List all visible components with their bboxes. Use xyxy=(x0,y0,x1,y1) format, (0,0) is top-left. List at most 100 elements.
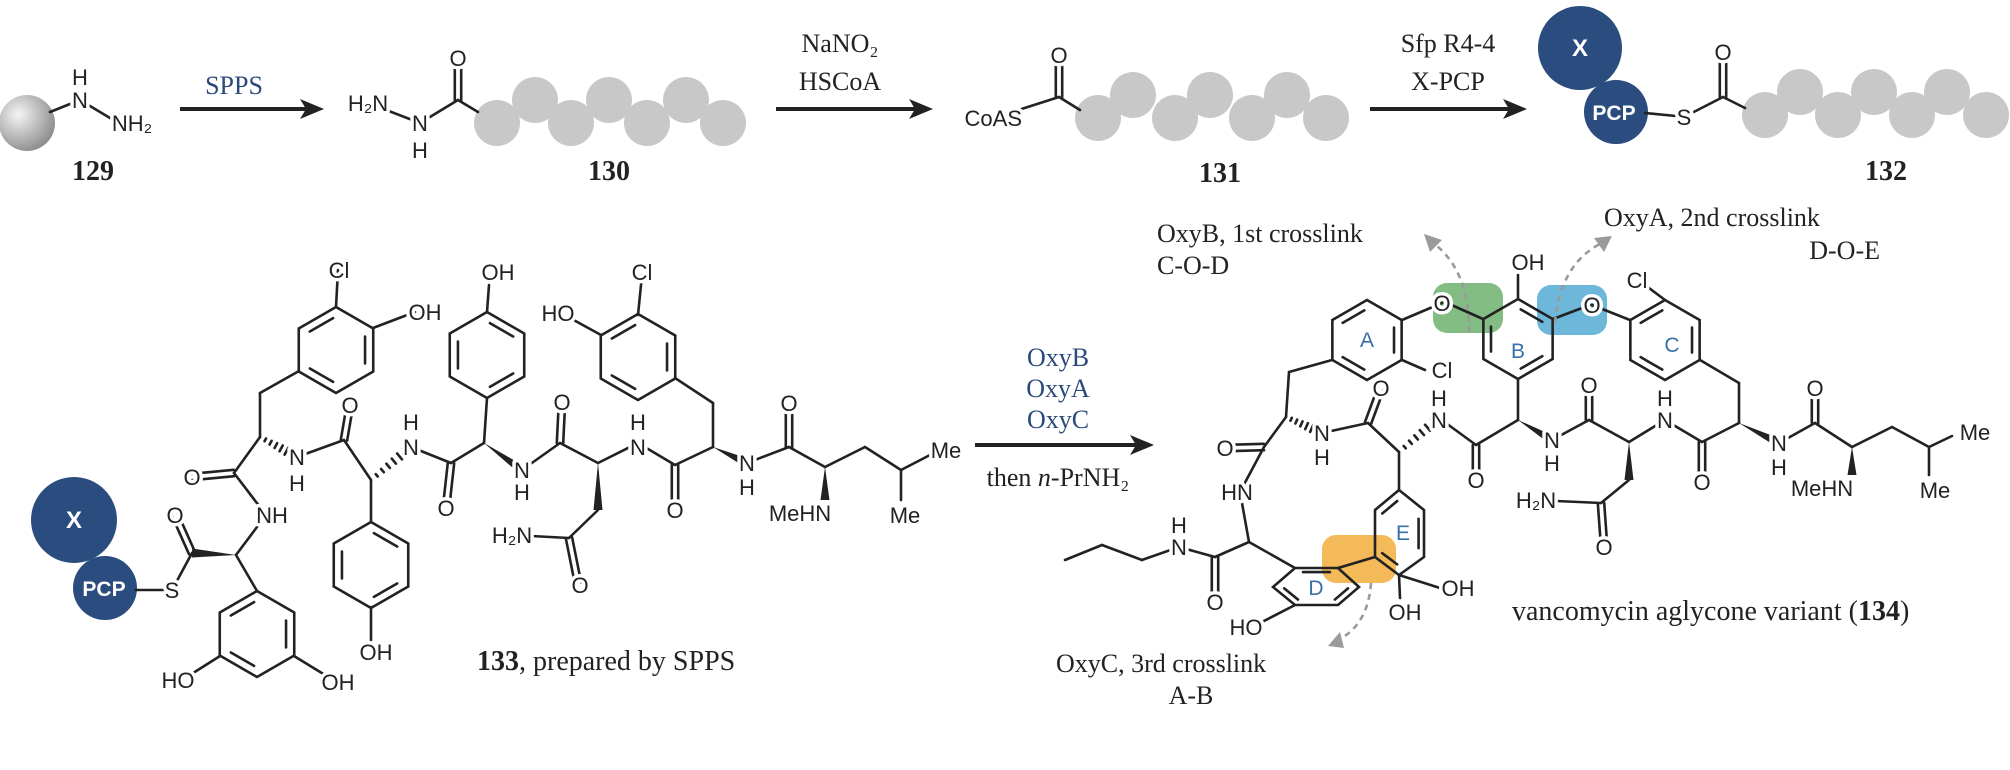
single-bond xyxy=(558,441,600,465)
double-bond xyxy=(555,400,561,445)
single-bond xyxy=(1682,95,1725,119)
crosslink-2-rings: D-O-E xyxy=(1809,236,1880,265)
aromatic-ring xyxy=(1331,298,1403,382)
single-bond xyxy=(596,441,640,465)
single-bond xyxy=(1336,555,1377,570)
atom-label-me: Me xyxy=(1920,478,1951,503)
single-bond xyxy=(485,283,491,314)
carrier-133: X PCP xyxy=(31,477,137,620)
single-bond xyxy=(449,441,486,465)
amino-acid-bead xyxy=(1229,95,1275,141)
atom-label-coas: CoAS xyxy=(965,106,1022,131)
crosslink-1-rings: C-O-D xyxy=(1157,251,1229,280)
caption-close: ) xyxy=(1900,596,1909,627)
amino-acid-bead xyxy=(1264,72,1310,118)
atom-label-o: O xyxy=(183,465,200,490)
single-bond xyxy=(292,654,327,677)
single-bond xyxy=(1010,95,1061,114)
atom-label-hn: HN xyxy=(1221,480,1253,505)
wedge-bond xyxy=(191,548,236,558)
single-bond xyxy=(1063,543,1104,562)
ring-double-bond xyxy=(372,531,399,548)
single-bond xyxy=(1260,603,1297,624)
double-bond xyxy=(1596,501,1603,547)
atom-label-h: H xyxy=(1171,513,1187,538)
carrier-132: X PCP xyxy=(1538,6,1648,144)
atom-label-h: H xyxy=(1657,386,1673,411)
ring-label-e: E xyxy=(1396,522,1410,545)
enzyme-oxyc: OxyC xyxy=(1027,405,1089,434)
atom-label-o: O xyxy=(1433,291,1450,316)
atom-label-h: H xyxy=(739,475,755,500)
double-bond xyxy=(561,400,567,445)
atom-label-oh: OH xyxy=(1389,600,1422,625)
single-bond xyxy=(1700,421,1741,444)
single-bond xyxy=(1587,418,1631,444)
double-bond xyxy=(1363,385,1380,424)
atom-label-o: O xyxy=(1372,376,1389,401)
atom-label-n: N xyxy=(1314,421,1330,446)
atom-label-n: N xyxy=(1171,535,1187,560)
atom-label-n: N xyxy=(403,435,419,460)
double-bond xyxy=(1602,501,1609,547)
atom-label-cl: Cl xyxy=(632,260,653,285)
single-bond xyxy=(1850,425,1894,449)
caption-text: vancomycin aglycone variant ( xyxy=(1512,596,1858,627)
single-bond xyxy=(1698,358,1741,385)
double-bond xyxy=(564,537,577,585)
hash-bond xyxy=(273,441,279,450)
caption-text: , prepared by SPPS xyxy=(519,646,735,677)
single-bond xyxy=(1643,283,1667,302)
amino-acid-bead xyxy=(1187,72,1233,118)
aromatic-ring xyxy=(218,589,296,679)
single-bond xyxy=(1397,573,1442,590)
ring-label-a: A xyxy=(1360,329,1374,352)
single-bond xyxy=(409,445,453,465)
crosslink-2-label: OxyA, 2nd crosslink xyxy=(1604,203,1820,232)
amino-acid-bead xyxy=(1742,92,1788,138)
arrow-step-1 xyxy=(180,99,324,119)
atom-label-ho: HO xyxy=(1230,615,1263,640)
single-bond xyxy=(232,435,262,475)
ring-double-bond xyxy=(1380,499,1399,515)
ring-label-b: B xyxy=(1511,340,1525,363)
single-bond xyxy=(1320,421,1370,435)
hash-bond xyxy=(1308,423,1315,434)
aromatic-ring xyxy=(1629,298,1701,382)
double-bond xyxy=(1226,442,1266,447)
double-bond xyxy=(176,512,197,553)
atom-label-n: N xyxy=(630,435,646,460)
reaction-arrows xyxy=(180,99,1527,455)
atom-label-ho: HO xyxy=(542,301,575,326)
single-bond xyxy=(863,445,903,472)
atom-label-o: O xyxy=(166,503,183,528)
single-bond xyxy=(1397,573,1402,600)
single-bond xyxy=(1366,421,1401,454)
crosslink-arrowheads xyxy=(1328,234,1612,648)
single-bond xyxy=(636,441,677,467)
arrowhead-2 xyxy=(1594,236,1612,252)
crosslink-1-label: OxyB, 1st crosslink xyxy=(1157,219,1363,248)
atom-label-s: S xyxy=(1677,105,1692,130)
atom-label-o: O xyxy=(437,496,454,521)
amino-acid-bead xyxy=(700,100,746,146)
amino-acid-bead xyxy=(663,77,709,123)
ring-label-c: C xyxy=(1664,334,1679,357)
atom-label-nh: NH xyxy=(256,503,288,528)
resin-bead xyxy=(0,95,55,151)
then-text: then xyxy=(987,463,1038,492)
atom-label-o: O xyxy=(1050,43,1067,68)
pcp-label: PCP xyxy=(1592,102,1635,125)
single-bond xyxy=(745,445,791,465)
single-bond xyxy=(1643,111,1678,118)
pcp-domain xyxy=(73,556,137,620)
compound-133-caption: 133, prepared by SPPS xyxy=(477,646,735,677)
single-bond xyxy=(78,98,112,120)
pcp-domain xyxy=(1584,80,1648,144)
crosslink-arrows xyxy=(1337,240,1601,642)
single-bond xyxy=(1400,301,1444,322)
aromatic-ring xyxy=(297,305,375,395)
reagent-hscoa: HSCoA xyxy=(799,67,882,96)
ring-double-bond xyxy=(610,374,637,391)
aromatic-ring xyxy=(448,310,526,400)
